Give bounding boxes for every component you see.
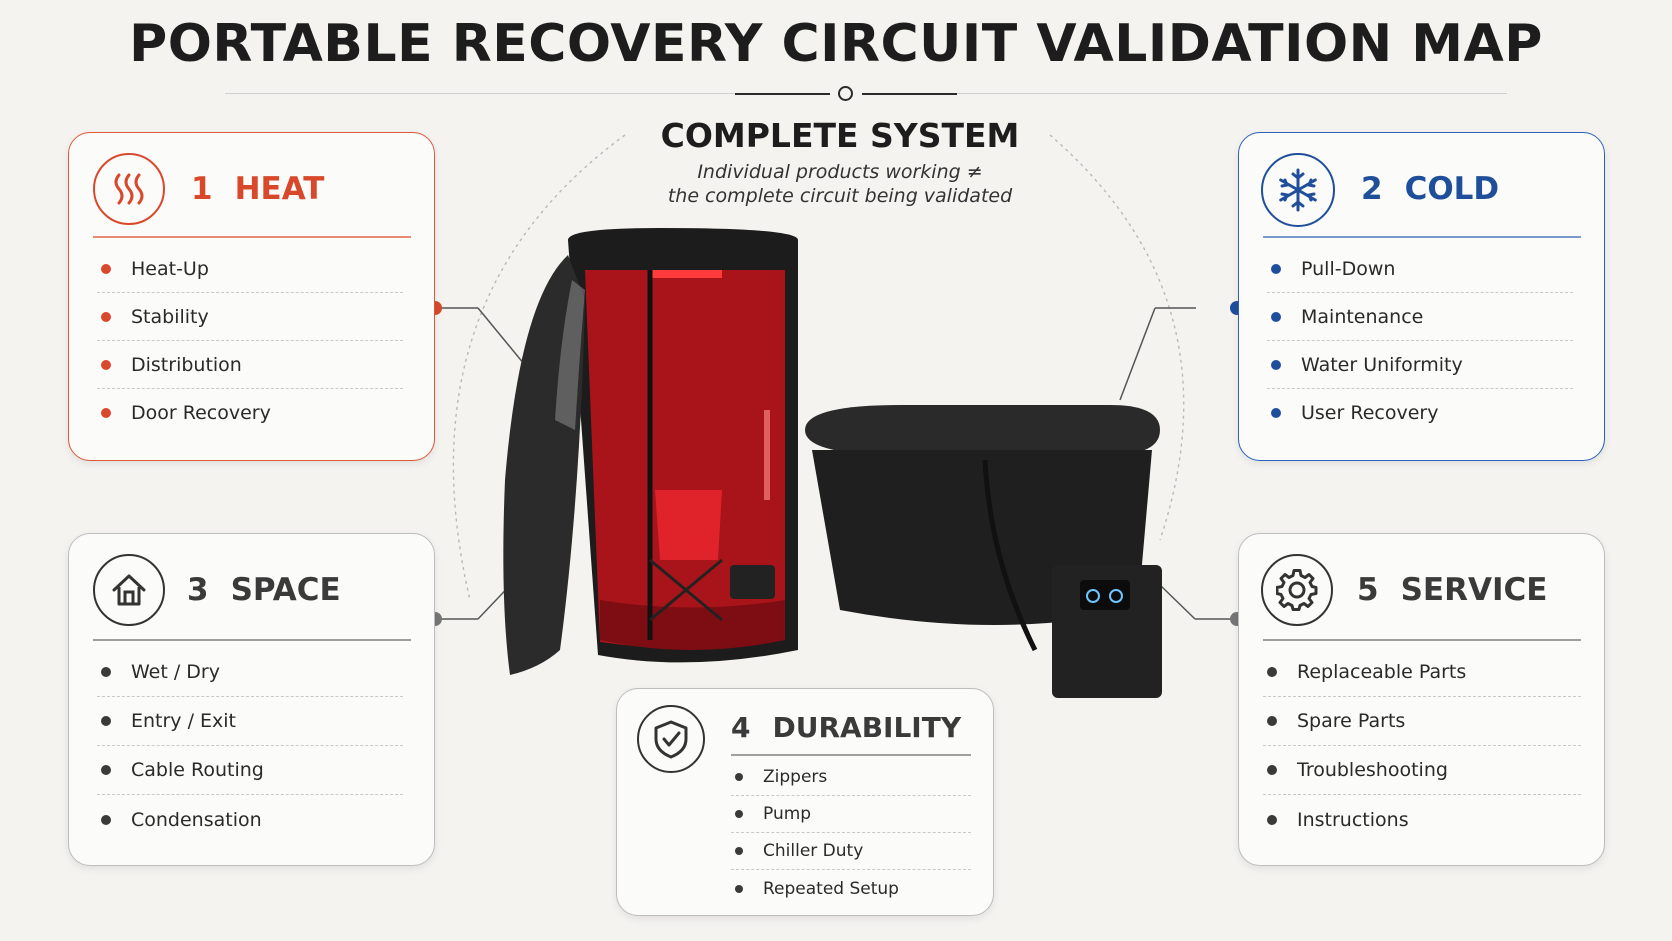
list-item: Repeated Setup [731,870,971,907]
list-item: Replaceable Parts [1263,648,1581,697]
gear-icon [1261,554,1333,626]
list-item: Entry / Exit [97,697,403,746]
shield-check-icon [637,705,705,773]
cold-card-number: 2 [1361,171,1383,207]
space-card-list: Wet / Dry Entry / Exit Cable Routing Con… [97,648,403,844]
title-divider-dot [838,86,853,101]
system-title: COMPLETE SYSTEM [660,116,1020,155]
space-card-label: SPACE [230,572,341,608]
sauna-tent-illustration [503,228,798,675]
cold-card-divider [1263,236,1581,238]
service-card-number: 5 [1357,572,1379,608]
heat-card-list: Heat-Up Stability Distribution Door Reco… [97,245,403,437]
space-card-heading: 3 SPACE [187,572,341,608]
title-divider-right [912,93,1507,94]
list-item: Pull-Down [1267,245,1573,293]
heat-card-heading: 1 HEAT [191,171,324,207]
list-item: User Recovery [1267,389,1573,437]
title-divider-left [225,93,780,94]
service-connector-diagonal [1159,584,1196,620]
list-item: Spare Parts [1263,697,1581,746]
snowflake-icon [1261,153,1335,227]
heat-card-number: 1 [191,171,213,207]
cold-card: 2 COLD Pull-Down Maintenance Water Unifor… [1238,132,1605,461]
space-card: 3 SPACE Wet / Dry Entry / Exit Cable Rout… [68,533,435,866]
heat-card-divider [93,236,411,238]
service-card-list: Replaceable Parts Spare Parts Troublesho… [1263,648,1581,844]
list-item: Wet / Dry [97,648,403,697]
durability-card-list: Zippers Pump Chiller Duty Repeated Setup [731,759,971,907]
cold-card-heading: 2 COLD [1361,171,1499,207]
system-subtitle-line1: Individual products working ≠ [697,161,983,183]
heat-waves-icon [93,153,165,225]
list-item: Door Recovery [97,389,403,437]
list-item: Troubleshooting [1263,746,1581,795]
list-item: Stability [97,293,403,341]
service-card-divider [1263,639,1581,641]
heat-card: 1 HEAT Heat-Up Stability Distribution Doo… [68,132,435,461]
house-icon [93,554,165,626]
system-subtitle-line2: the complete circuit being validated [667,185,1013,207]
durability-card-divider [731,754,971,756]
system-subtitle: Individual products working ≠ the comple… [570,160,1110,208]
list-item: Pump [731,796,971,833]
list-item: Heat-Up [97,245,403,293]
durability-card-number: 4 [731,711,751,744]
title-divider-accent-right [862,93,957,95]
service-card-heading: 5 SERVICE [1357,572,1547,608]
cold-card-label: COLD [1404,171,1500,207]
cold-card-list: Pull-Down Maintenance Water Uniformity U… [1267,245,1573,437]
service-card-label: SERVICE [1400,572,1548,608]
list-item: Maintenance [1267,293,1573,341]
space-card-number: 3 [187,572,209,608]
list-item: Condensation [97,795,403,844]
service-card: 5 SERVICE Replaceable Parts Spare Parts T… [1238,533,1605,866]
cold-connector-diagonal [1119,307,1156,401]
system-arc-right [1049,134,1185,541]
page-title: PORTABLE RECOVERY CIRCUIT VALIDATION MAP [129,14,1543,74]
list-item: Cable Routing [97,746,403,795]
list-item: Water Uniformity [1267,341,1573,389]
space-card-divider [93,639,411,641]
heat-card-label: HEAT [234,171,325,207]
system-arc [452,134,626,601]
durability-card: 4 DURABILITY Zippers Pump Chiller Duty Re… [616,688,994,916]
cold-plunge-illustration [805,405,1162,698]
durability-card-heading: 4 DURABILITY [731,711,961,744]
list-item: Distribution [97,341,403,389]
list-item: Zippers [731,759,971,796]
durability-card-label: DURABILITY [772,711,962,744]
title-divider-accent-left [735,93,830,95]
list-item: Instructions [1263,795,1581,844]
list-item: Chiller Duty [731,833,971,870]
